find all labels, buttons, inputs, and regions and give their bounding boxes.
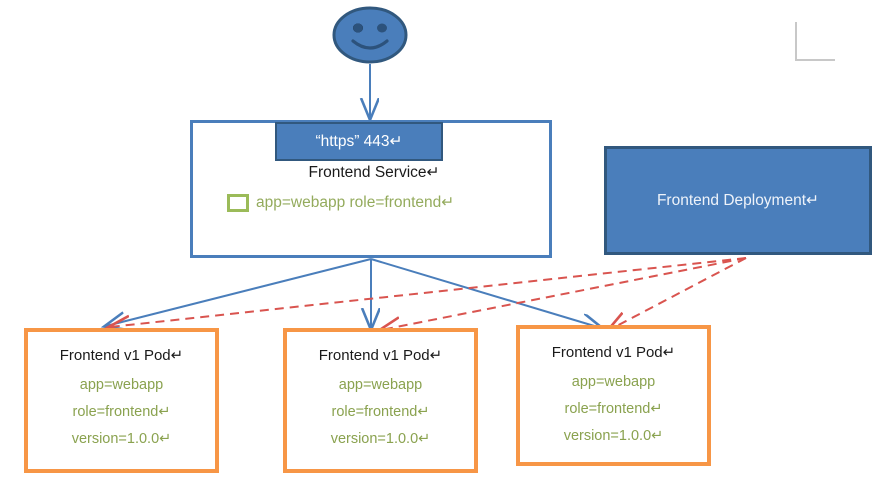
pod-label-app: app=webapp xyxy=(338,377,423,393)
pod-box-3[interactable]: Frontend v1 Pod↵ app=webapp role=fronten… xyxy=(516,325,711,466)
edge-deployment-to-pod-2 xyxy=(381,257,747,330)
pod-title: Frontend v1 Pod↵ xyxy=(551,344,676,361)
pod-label-version: version=1.0.0↵ xyxy=(330,431,431,447)
pod-label-app: app=webapp xyxy=(571,374,656,390)
frontend-deployment-box[interactable]: Frontend Deployment↵ xyxy=(604,146,872,255)
edge-service-to-pod-1 xyxy=(106,258,372,326)
edge-deployment-to-pod-1 xyxy=(110,257,747,327)
frontend-deployment-title: Frontend Deployment↵ xyxy=(656,192,820,209)
frontend-service-title: Frontend Service↵ xyxy=(308,164,440,181)
service-selector-label: app=webapp role=frontend↵ xyxy=(256,194,455,211)
smiley-face-user-icon xyxy=(332,6,408,64)
edge-service-to-pod-3 xyxy=(370,258,601,328)
smile-icon xyxy=(351,39,389,50)
pod-label-role: role=frontend↵ xyxy=(72,404,171,420)
pod-title: Frontend v1 Pod↵ xyxy=(59,347,184,364)
pod-box-2[interactable]: Frontend v1 Pod↵ app=webapp role=fronten… xyxy=(283,328,478,473)
pod-label-app: app=webapp xyxy=(79,377,164,393)
pod-title: Frontend v1 Pod↵ xyxy=(318,347,443,364)
edge-deployment-to-pod-3 xyxy=(609,257,747,330)
frontend-service-box[interactable]: “https” 443↵ Frontend Service↵ app=webap… xyxy=(190,120,552,258)
pod-label-role: role=frontend↵ xyxy=(331,404,430,420)
green-square-selector-icon xyxy=(227,193,249,212)
corner-crop-mark xyxy=(795,22,835,61)
pod-label-role: role=frontend↵ xyxy=(564,401,663,417)
service-port-chip: “https” 443↵ xyxy=(275,122,443,161)
pod-box-1[interactable]: Frontend v1 Pod↵ app=webapp role=fronten… xyxy=(24,328,219,473)
pod-label-version: version=1.0.0↵ xyxy=(563,428,664,444)
eye-left-icon xyxy=(353,23,363,33)
service-selector-row: app=webapp role=frontend↵ xyxy=(227,193,454,212)
eye-right-icon xyxy=(377,23,387,33)
pod-label-version: version=1.0.0↵ xyxy=(71,431,172,447)
